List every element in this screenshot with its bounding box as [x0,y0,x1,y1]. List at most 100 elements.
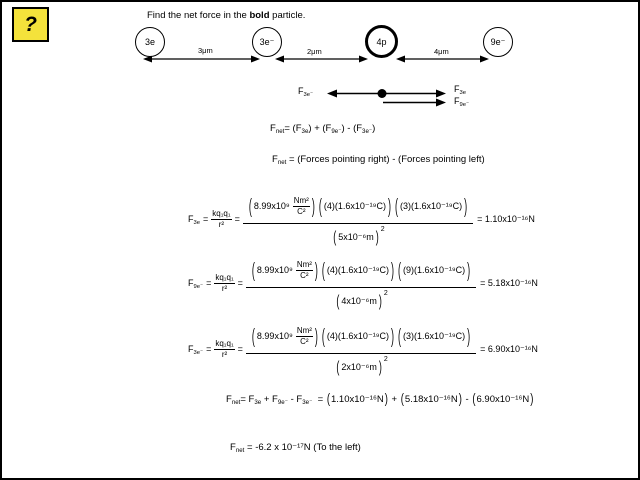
equals-sign: = [237,344,243,354]
equals-sign: = [206,344,212,354]
distance-term: 2x10⁻⁶m [341,361,377,372]
force-symbol: F9e⁻ [188,278,204,291]
force-result: = 1.10x10⁻¹⁶N [477,213,535,224]
force-diagram [327,89,446,107]
charge-label: 3e [144,37,155,47]
paren: ) [314,258,318,282]
paren: ( [472,391,476,408]
distance-label-3: 4μm [434,47,449,56]
force-arrow-right-bottom [383,98,446,107]
paren: ) [314,324,318,348]
charge-2-term: (3)(1.6x10⁻¹⁹C) [403,330,466,341]
charge-circle-3e-minus: 3e⁻ [252,27,282,57]
force-label-f3e: F3e [454,84,467,97]
paren: ) [378,292,382,310]
equals-sign: = [237,278,243,288]
paren: ( [398,258,402,282]
charge-circle-3e: 3e [135,27,165,57]
paren: ) [375,228,379,246]
paren: ( [336,292,340,310]
charge-circle-9e-minus: 9e⁻ [483,27,513,57]
help-button[interactable]: ? [12,7,49,42]
charge-label: 9e⁻ [490,36,506,47]
equation-final-answer: Fnet = -6.2 x 10⁻¹⁷N (To the left) [230,442,361,455]
charge-2-term: (9)(1.6x10⁻¹⁹C) [403,264,466,275]
force-result: = 5.18x10⁻¹⁶N [480,277,538,288]
paren: ( [248,194,252,218]
distance-arrow-3um [143,55,260,63]
distance-term: 4x10⁻⁶m [341,295,377,306]
force-arrow-left [327,89,382,98]
force-symbol: F3e [188,214,201,227]
title-post: particle. [269,10,306,21]
particle-dot [377,89,387,98]
paren: ( [394,194,398,218]
paren: ) [391,258,395,282]
title-bold-word: bold [249,10,270,21]
distance-label-1: 3μm [198,46,213,55]
paren: ( [398,324,402,348]
paren: ) [458,391,462,408]
charge-label: 3e⁻ [259,36,275,47]
paren: ( [321,258,325,282]
paren: ( [336,358,340,376]
charge-label: 4p [376,36,387,47]
paren: ( [251,258,255,282]
question-mark-icon: ? [24,13,37,36]
equation-fnet-verbal: Fnet = (Forces pointing right) - (Forces… [272,154,485,167]
force-symbol: F3e⁻ [188,344,204,357]
value-f3e-minus: 6.90x10⁻¹⁶N [476,394,530,405]
paren: ( [251,324,255,348]
equals-sign: = [206,278,212,288]
paren: ) [530,391,534,408]
paren: ) [387,194,391,218]
distance-arrow-2um [275,55,368,63]
equals-sign: = [234,214,240,224]
charge-1-term: (4)(1.6x10⁻¹⁹C) [326,330,390,341]
value-f3e: 1.10x10⁻¹⁶N [330,394,384,405]
denominator: ( 2x10⁻⁶m ) 2 [336,356,388,376]
force-label-f3e-minus: F3e⁻ [298,86,314,99]
force-result: = 6.90x10⁻¹⁶N [480,343,538,354]
distance-arrow-4um [396,55,489,63]
distance-term: 5x10⁻⁶m [338,231,374,242]
paren: ( [321,324,325,348]
problem-title: Find the net force in the bold particle. [147,10,305,21]
paren: ( [333,228,337,246]
denominator: ( 4x10⁻⁶m ) 2 [336,290,388,310]
charge-circle-4p-bold: 4p [365,25,398,58]
paren: ( [400,391,404,408]
paren: ) [467,258,471,282]
force-label-f9e-minus: F9e⁻ [454,96,470,109]
title-pre: Find the net force in the [147,10,250,21]
equals-sign: = [203,214,209,224]
charge-1-term: (4)(1.6x10⁻¹⁹C) [326,264,390,275]
charge-1-term: (4)(1.6x10⁻¹⁹C) [323,200,386,211]
paren: ) [384,391,388,408]
charge-2-term: (3)(1.6x10⁻¹⁹C) [399,200,463,211]
paren: ) [311,194,315,218]
equation-fnet-symbolic: Fnet= (F3e) + (F9e⁻) - (F3e⁻) [270,123,376,136]
distance-label-2: 2μm [307,47,322,56]
paren: ( [318,194,322,218]
force-arrow-right-top [382,89,446,98]
equation-fnet-substitution: Fnet= F3e + F9e⁻ - F3e⁻ = (1.10x10⁻¹⁶N) … [226,391,534,408]
paren: ) [378,358,382,376]
paren: ) [391,324,395,348]
